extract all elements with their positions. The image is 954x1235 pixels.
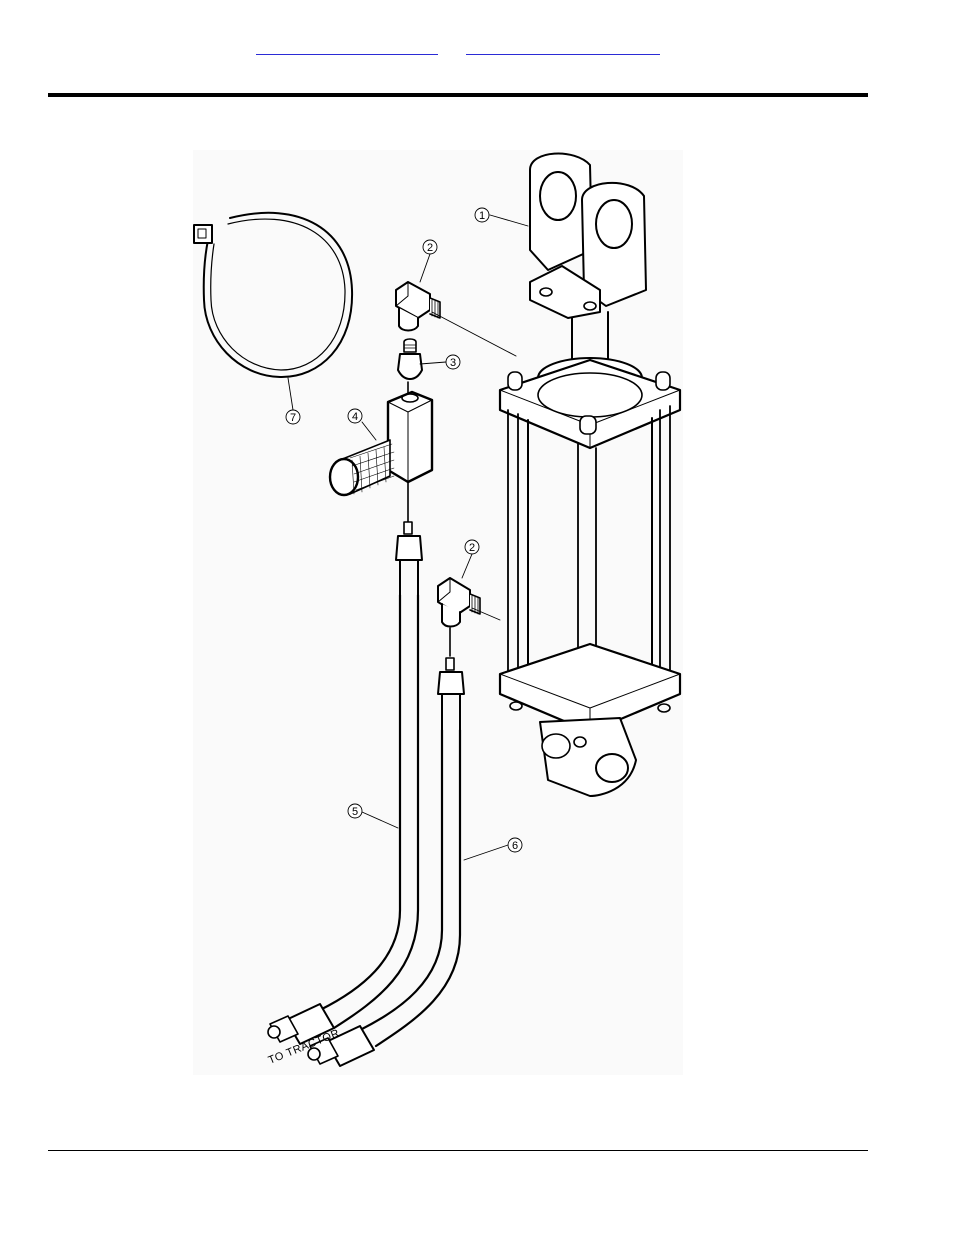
callout-label-4: 4 [352, 411, 358, 423]
callout-label-2-lower: 2 [469, 542, 475, 554]
callout-label-2-top: 2 [427, 242, 433, 254]
callout-label-7: 7 [290, 412, 296, 424]
callout-label-5: 5 [352, 806, 358, 818]
callout-label-1: 1 [479, 210, 485, 222]
footer-rule [48, 1150, 868, 1151]
callout-label-3: 3 [450, 357, 456, 369]
cable-tie-head [194, 225, 212, 243]
callout-label-6: 6 [512, 840, 518, 852]
